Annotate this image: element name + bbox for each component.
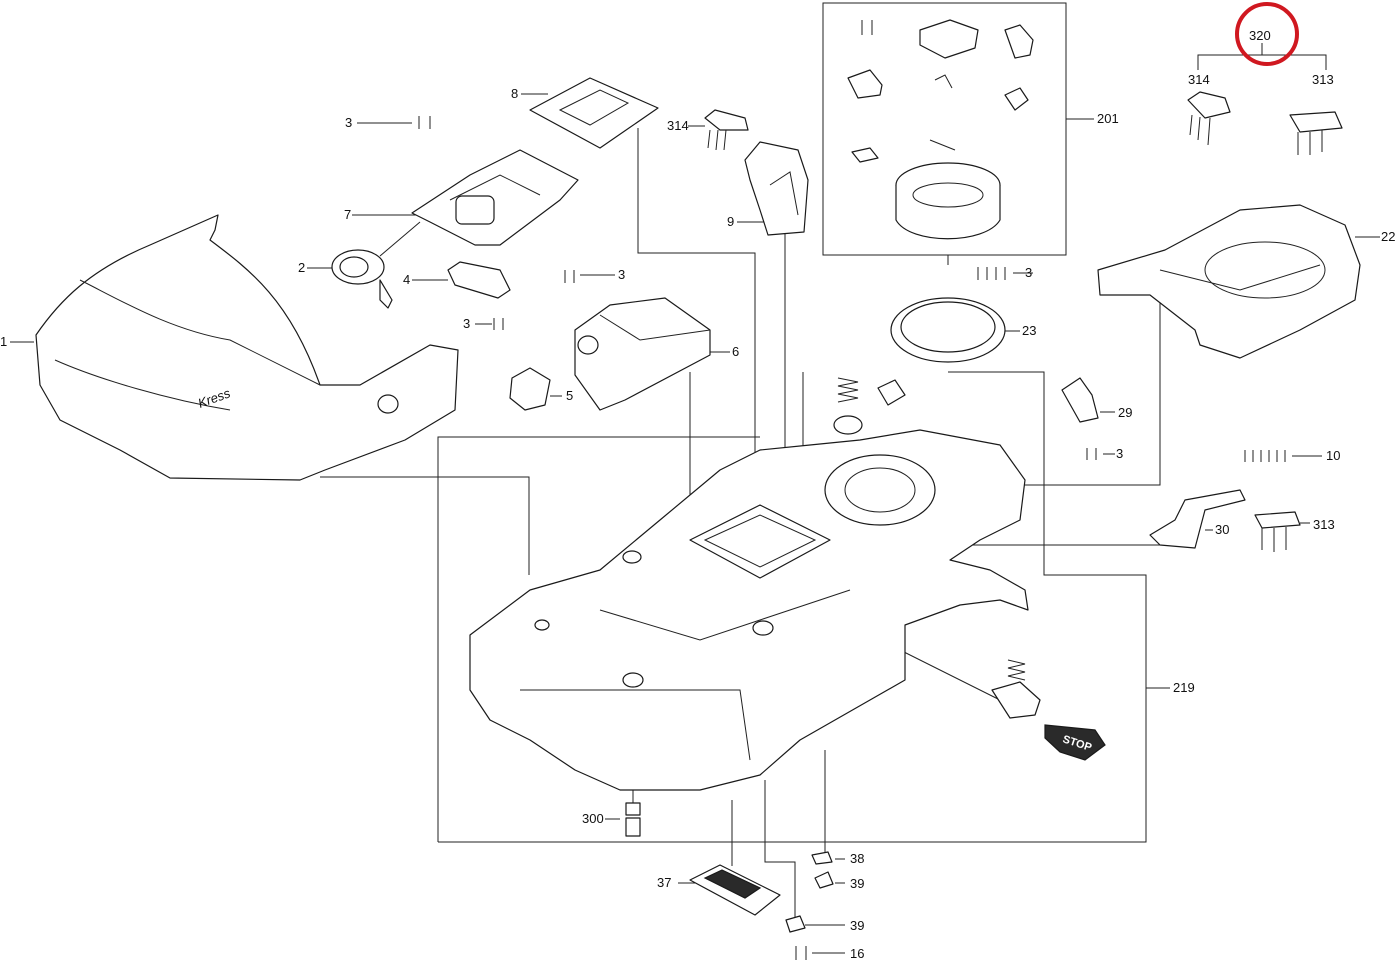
part-spring-top [833, 377, 906, 435]
part-screws-16 [795, 946, 807, 960]
callout-3-e: 3 [1116, 446, 1123, 461]
part-stop-assembly: STOP [991, 659, 1106, 761]
part-clip-39-lower [785, 915, 806, 933]
part-knob-5 [509, 367, 551, 411]
callout-320: 320 [1249, 28, 1271, 43]
callout-labels: 1 2 3 3 3 3 3 4 5 6 7 8 9 10 16 22 23 29… [0, 28, 1395, 961]
callout-39-a: 39 [850, 876, 864, 891]
part-clip-39-upper [814, 871, 834, 889]
callout-313-a: 313 [1312, 72, 1334, 87]
callout-9: 9 [727, 214, 734, 229]
part-screws-10 [1244, 450, 1286, 462]
callout-314-a: 314 [1188, 72, 1210, 87]
callout-6: 6 [732, 344, 739, 359]
part-313-right [1289, 111, 1343, 155]
part-latch-4 [447, 261, 511, 299]
part-lever-30 [1149, 489, 1246, 549]
callout-5: 5 [566, 388, 573, 403]
callout-38: 38 [850, 851, 864, 866]
callout-3-c: 3 [463, 316, 470, 331]
callout-219: 219 [1173, 680, 1195, 695]
part-chassis-219 [469, 429, 1029, 791]
callout-3-d: 3 [1025, 265, 1032, 280]
part-clip-38 [811, 851, 833, 865]
callout-2: 2 [298, 260, 305, 275]
callout-300: 300 [582, 811, 604, 826]
part-plate-37 [689, 864, 781, 916]
part-seal-ring-23 [890, 297, 1006, 363]
highlight-circle [1235, 2, 1299, 66]
part-front-cover: Kress [35, 214, 459, 481]
callout-23: 23 [1022, 323, 1036, 338]
group-box-201 [822, 2, 1067, 256]
part-314-left [704, 109, 749, 151]
callout-16: 16 [850, 946, 864, 961]
callout-8: 8 [511, 86, 518, 101]
callout-314-b: 314 [667, 118, 689, 133]
callout-1: 1 [0, 334, 7, 349]
callout-4: 4 [403, 272, 410, 287]
part-label-plate-8 [529, 77, 659, 149]
callout-30: 30 [1215, 522, 1229, 537]
callout-313-b: 313 [1313, 517, 1335, 532]
part-handle-knob [331, 249, 393, 309]
part-top-lid-7 [411, 149, 579, 246]
part-rear-cover-6 [574, 297, 711, 411]
callout-3-b: 3 [618, 267, 625, 282]
part-screws-3 [418, 116, 1097, 460]
part-clip-29 [1061, 377, 1099, 423]
part-201-assembly [847, 19, 1034, 240]
callout-201: 201 [1097, 111, 1119, 126]
callout-37: 37 [657, 875, 671, 890]
callout-29: 29 [1118, 405, 1132, 420]
callout-10: 10 [1326, 448, 1340, 463]
callout-22: 22 [1381, 229, 1395, 244]
callout-39-b: 39 [850, 918, 864, 933]
callout-7: 7 [344, 207, 351, 222]
callout-3-a: 3 [345, 115, 352, 130]
part-frame-22 [1097, 204, 1361, 359]
part-bracket-9 [744, 141, 809, 236]
part-tag-300 [625, 802, 641, 837]
part-314-right [1187, 91, 1231, 146]
part-313-lower [1254, 511, 1301, 552]
